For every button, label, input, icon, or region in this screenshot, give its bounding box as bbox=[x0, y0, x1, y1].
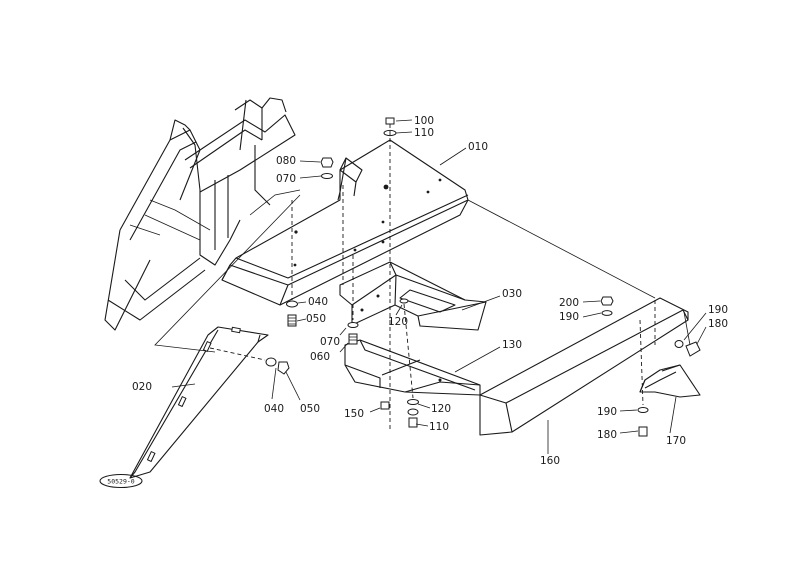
part-090-lower-plate bbox=[344, 339, 481, 396]
part-010-top-cover bbox=[221, 139, 469, 306]
drawing-code: 50529-0 bbox=[107, 478, 134, 486]
label-070-lower: 070 bbox=[320, 336, 340, 348]
label-120: 120 bbox=[431, 403, 451, 415]
label-180-right: 180 bbox=[708, 318, 728, 330]
leader-lines bbox=[171, 119, 707, 454]
label-080: 080 bbox=[276, 155, 296, 167]
machine-frame bbox=[104, 97, 301, 331]
label-040-lower: 040 bbox=[264, 403, 284, 415]
alignment-lines bbox=[154, 124, 691, 430]
label-200: 200 bbox=[559, 297, 579, 309]
label-150: 150 bbox=[344, 408, 364, 420]
label-040-upper: 040 bbox=[308, 296, 328, 308]
label-010: 010 bbox=[468, 141, 488, 153]
part-170-end-bracket bbox=[639, 364, 701, 398]
part-160-guard-beam bbox=[479, 297, 689, 436]
label-190-mid: 190 bbox=[559, 311, 579, 323]
drawing-code-stamp: 50529-0 bbox=[99, 473, 143, 489]
label-020: 020 bbox=[132, 381, 152, 393]
label-100: 120 bbox=[388, 316, 408, 328]
hardware bbox=[265, 117, 701, 437]
part-020-support-bar bbox=[129, 326, 269, 479]
label-090: 130 bbox=[502, 339, 522, 351]
label-070-upper: 070 bbox=[276, 173, 296, 185]
label-190-right: 190 bbox=[708, 304, 728, 316]
part-030-bracket bbox=[339, 261, 487, 331]
label-110: 110 bbox=[429, 421, 449, 433]
label-140: 110 bbox=[414, 127, 434, 139]
label-190-lower: 190 bbox=[597, 406, 617, 418]
label-060: 060 bbox=[310, 351, 330, 363]
label-030: 030 bbox=[502, 288, 522, 300]
label-170: 170 bbox=[666, 435, 686, 447]
label-180-lower: 180 bbox=[597, 429, 617, 441]
label-050-upper: 050 bbox=[306, 313, 326, 325]
label-160: 160 bbox=[540, 455, 560, 467]
part-labels: 100 110 010 080 070 040 050 030 120 070 … bbox=[132, 115, 728, 467]
label-050-lower: 050 bbox=[300, 403, 320, 415]
label-130: 100 bbox=[414, 115, 434, 127]
